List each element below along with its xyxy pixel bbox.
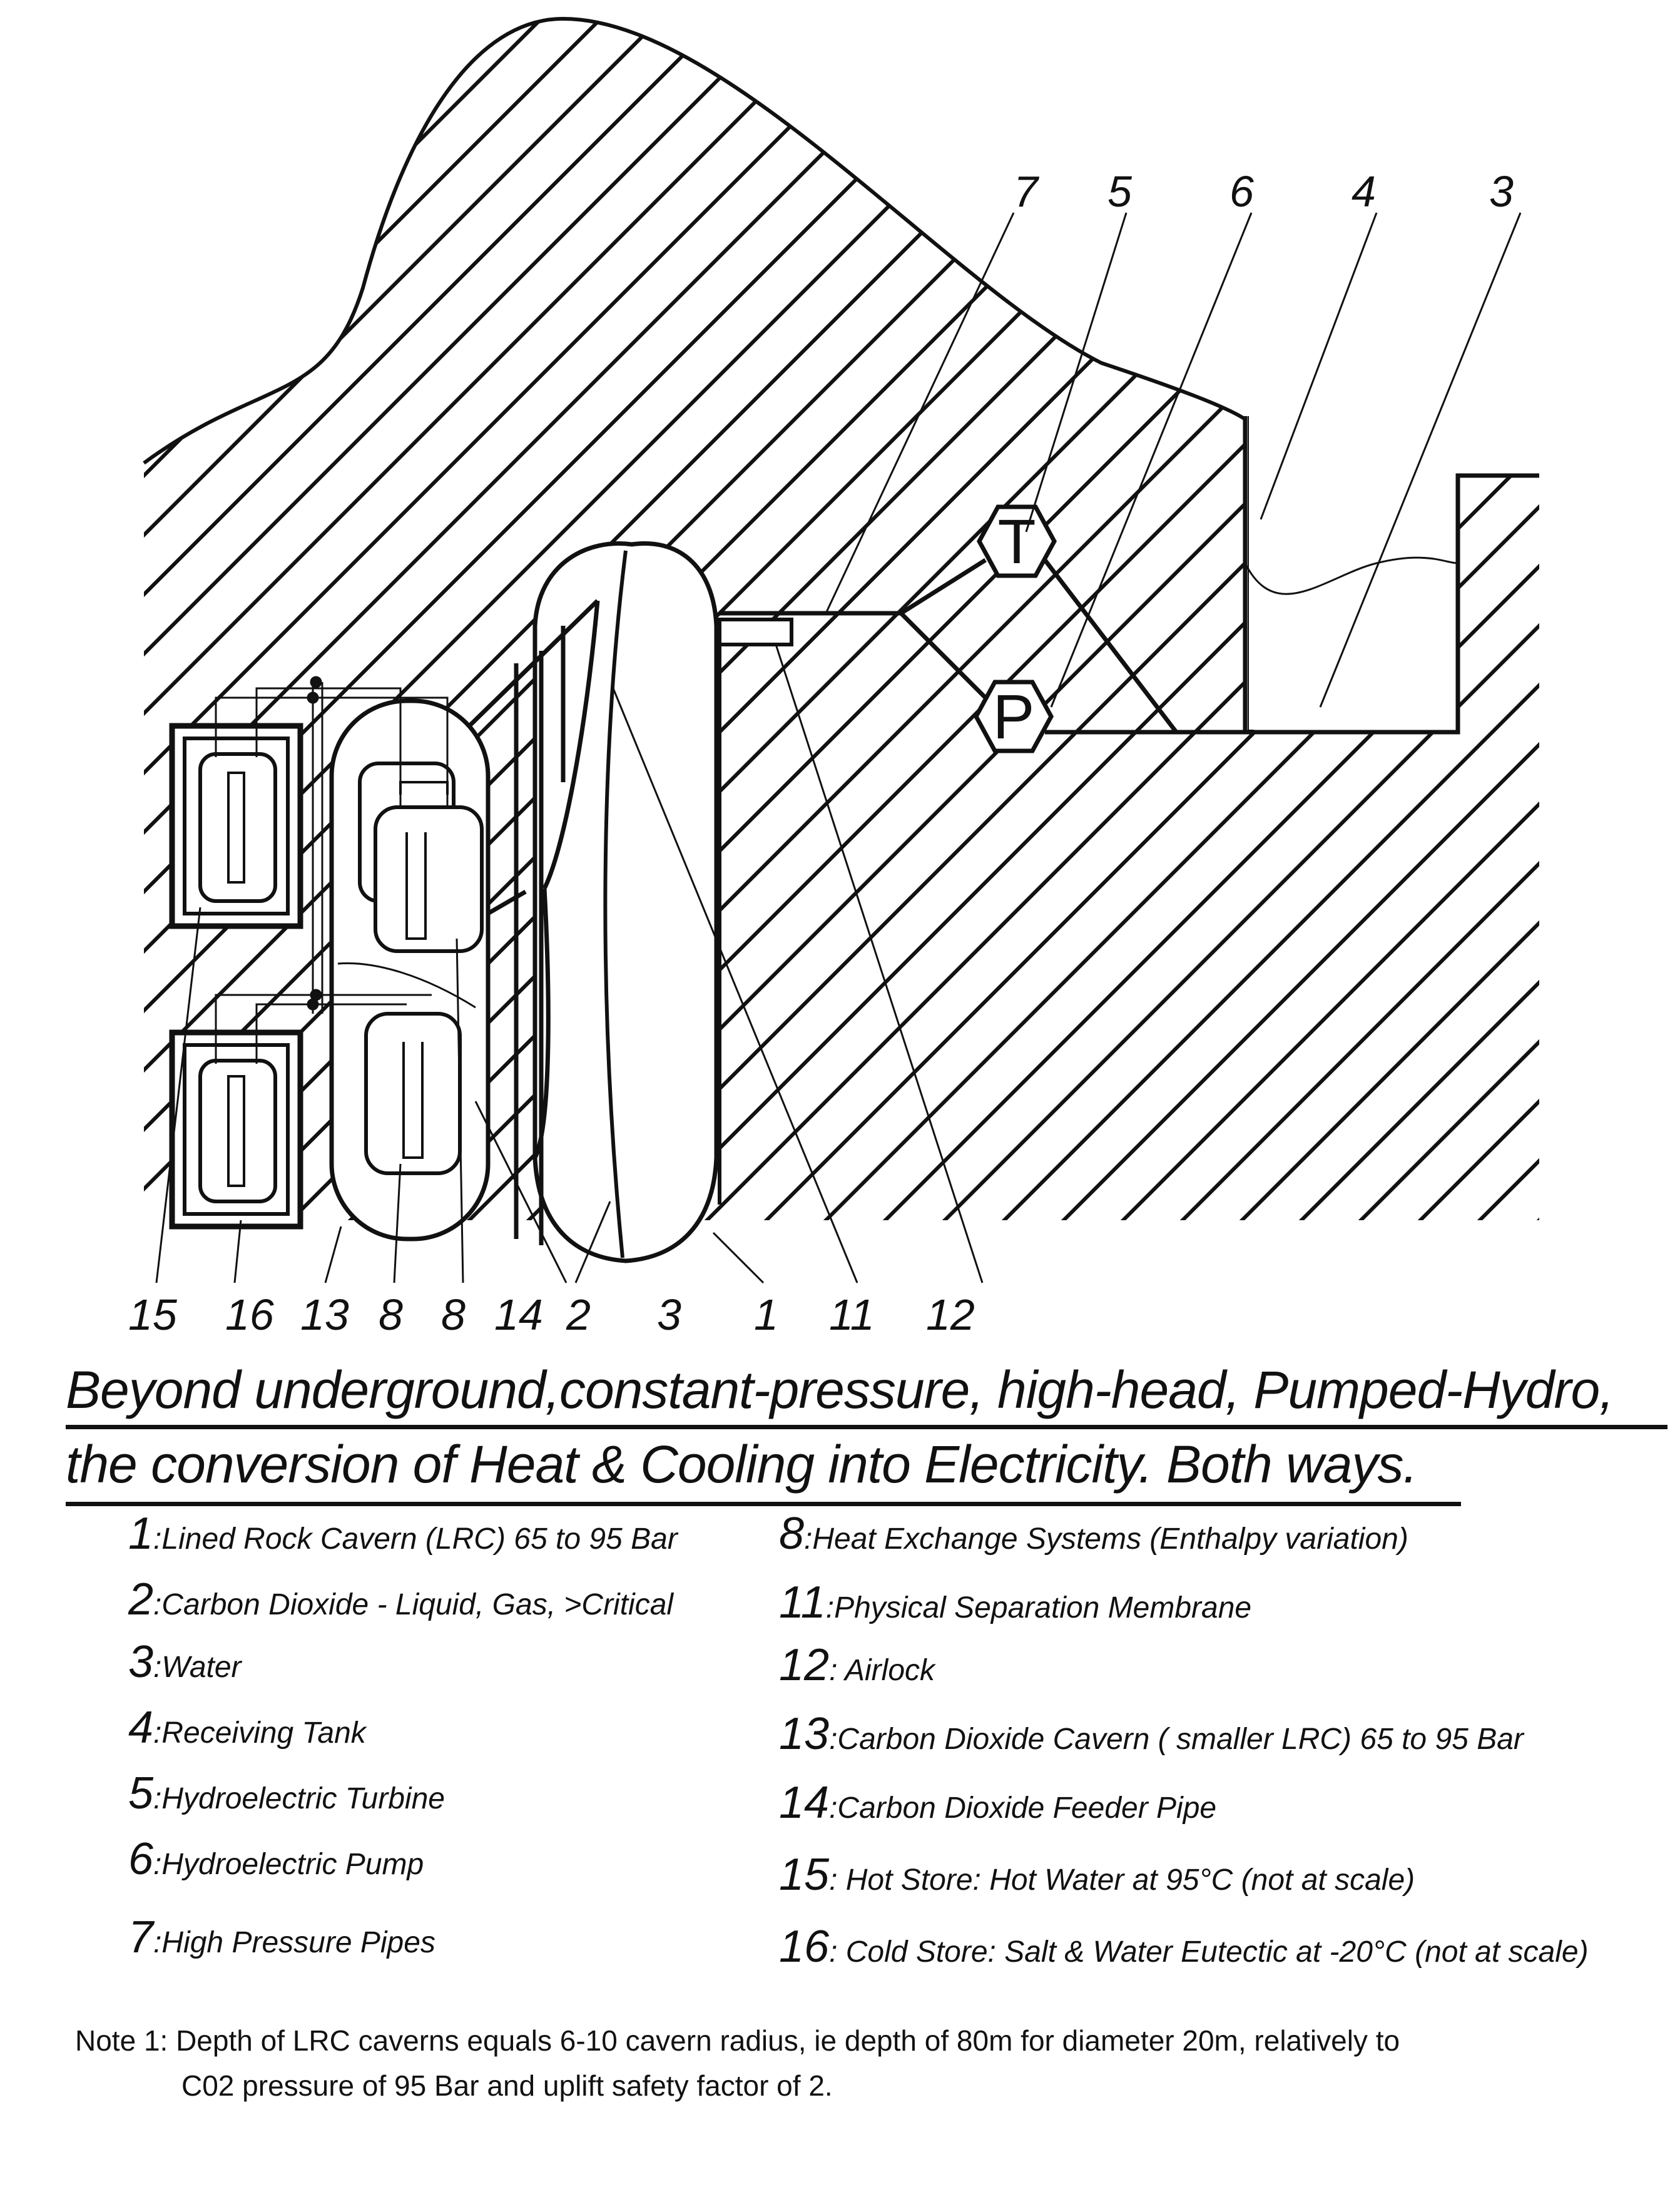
title-line-1: Beyond underground,constant-pressure, hi… bbox=[66, 1355, 1667, 1429]
legend-item-15: 15: Hot Store: Hot Water at 95°C (not at… bbox=[779, 1850, 1415, 1900]
footnote-line-2: C02 pressure of 95 Bar and uplift safety… bbox=[181, 2069, 833, 2102]
heat-pipes bbox=[215, 676, 449, 1064]
hatch-line bbox=[144, 19, 800, 1220]
hatch-line bbox=[1031, 19, 1539, 1220]
callout-3: 3 bbox=[1489, 167, 1514, 216]
legend-item-2: 2:Carbon Dioxide - Liquid, Gas, >Critica… bbox=[128, 1574, 674, 1624]
callout-14: 14 bbox=[494, 1290, 543, 1339]
hatch-line bbox=[1090, 19, 1539, 1220]
hatch-line bbox=[1506, 19, 1539, 1220]
leader-lines bbox=[155, 212, 1522, 1284]
hatch-line bbox=[614, 19, 1539, 1220]
hatch-line bbox=[1268, 19, 1539, 1220]
co2-cavern bbox=[329, 698, 491, 1241]
hatch-line bbox=[144, 19, 621, 1220]
hatch-line bbox=[1447, 19, 1539, 1220]
hatch-line bbox=[1209, 19, 1539, 1220]
legend-item-16: 16: Cold Store: Salt & Water Eutectic at… bbox=[779, 1922, 1589, 1972]
footnote-line-1: Note 1: Depth of LRC caverns equals 6-10… bbox=[75, 2024, 1400, 2057]
legend-item-5: 5:Hydroelectric Turbine bbox=[128, 1768, 445, 1818]
callout-13: 13 bbox=[300, 1290, 349, 1339]
callout-7: 7 bbox=[1014, 167, 1040, 216]
legend-item-12: 12: Airlock bbox=[779, 1640, 935, 1690]
callout-15: 15 bbox=[128, 1290, 178, 1339]
legend-item-3: 3:Water bbox=[128, 1637, 242, 1687]
hatch-line bbox=[1328, 19, 1539, 1220]
hatch-line bbox=[852, 19, 1539, 1220]
ground-surface bbox=[143, 16, 1246, 465]
legend-item-6: 6:Hydroelectric Pump bbox=[128, 1834, 424, 1884]
hatch-line bbox=[1149, 19, 1539, 1220]
callout-3b: 3 bbox=[657, 1290, 681, 1339]
hydroelectric-pump: P bbox=[974, 680, 1054, 753]
hatch-line bbox=[144, 19, 740, 1220]
callout-8a: 8 bbox=[379, 1290, 403, 1339]
callout-2: 2 bbox=[566, 1290, 591, 1339]
callout-4: 4 bbox=[1352, 167, 1376, 216]
hatch-line bbox=[912, 19, 1539, 1220]
pumped-hydro-diagram: T P 7 5 6 4 3 15 16 13 8 8 14 2 bbox=[128, 0, 1680, 1339]
callouts-bottom: 15 16 13 8 8 14 2 3 1 11 12 bbox=[128, 1290, 975, 1339]
pump-symbol: P bbox=[993, 682, 1035, 752]
hatch-line bbox=[1567, 0, 1680, 1252]
callout-11: 11 bbox=[829, 1290, 875, 1339]
hatch-line bbox=[144, 19, 1097, 1220]
lined-rock-cavern bbox=[532, 541, 793, 1263]
hatch-line bbox=[144, 19, 1037, 1220]
callout-8b: 8 bbox=[441, 1290, 466, 1339]
callout-12: 12 bbox=[926, 1290, 975, 1339]
cold-store bbox=[169, 1029, 303, 1230]
legend-item-14: 14:Carbon Dioxide Feeder Pipe bbox=[779, 1778, 1217, 1828]
callout-16: 16 bbox=[225, 1290, 274, 1339]
legend-item-1: 1:Lined Rock Cavern (LRC) 65 to 95 Bar bbox=[128, 1509, 678, 1559]
hatch-line bbox=[144, 19, 859, 1220]
hot-store bbox=[169, 723, 303, 929]
hydroelectric-turbine: T bbox=[977, 504, 1057, 578]
hatch-line bbox=[144, 19, 681, 1220]
hatch-line bbox=[971, 19, 1539, 1220]
diagram-title: Beyond underground,constant-pressure, hi… bbox=[66, 1355, 1667, 1506]
legend-item-7: 7:High Pressure Pipes bbox=[128, 1912, 435, 1962]
separation-membrane bbox=[603, 550, 628, 1258]
hatch-line bbox=[555, 19, 1539, 1220]
legend-item-11: 11:Physical Separation Membrane bbox=[779, 1578, 1252, 1628]
footnote: Note 1: Depth of LRC caverns equals 6-10… bbox=[75, 2018, 1400, 2108]
callouts-top: 7 5 6 4 3 bbox=[1014, 167, 1514, 216]
hatch-line bbox=[144, 19, 919, 1220]
title-line-2: the conversion of Heat & Cooling into El… bbox=[66, 1429, 1461, 1506]
callout-6: 6 bbox=[1229, 167, 1254, 216]
legend-item-4: 4:Receiving Tank bbox=[128, 1703, 366, 1753]
callout-1: 1 bbox=[754, 1290, 778, 1339]
callout-5: 5 bbox=[1107, 167, 1133, 216]
legend-item-8: 8:Heat Exchange Systems (Enthalpy variat… bbox=[779, 1509, 1408, 1559]
legend-item-13: 13:Carbon Dioxide Cavern ( smaller LRC) … bbox=[779, 1709, 1524, 1759]
hatch-line bbox=[144, 19, 978, 1220]
high-pressure-pipes bbox=[720, 558, 1245, 735]
airlock bbox=[718, 618, 793, 646]
